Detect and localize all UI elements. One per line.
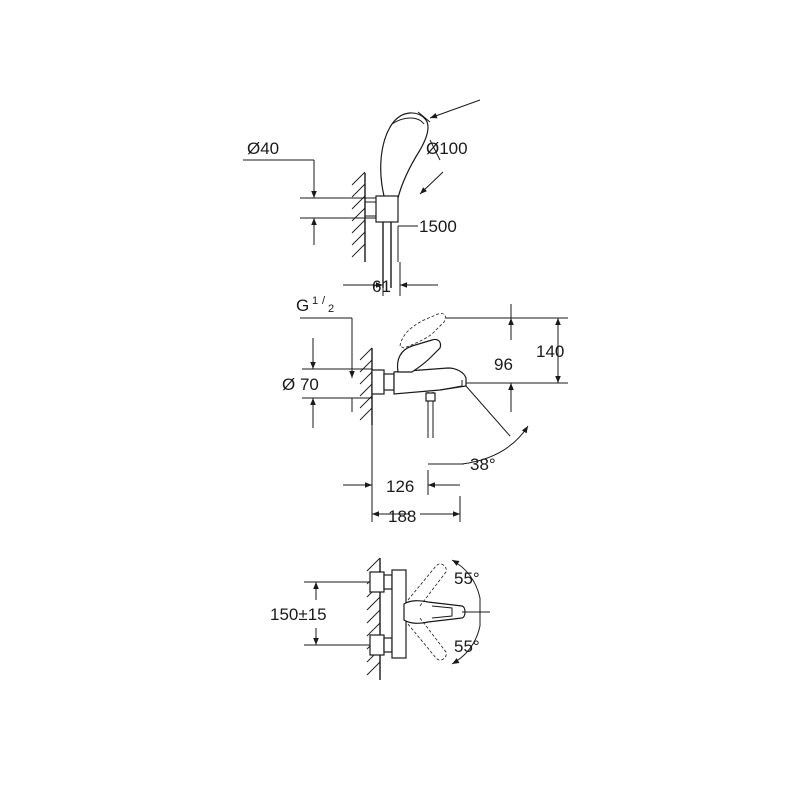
dim-total-depth [372,496,461,522]
dim-angle [428,385,529,465]
dim-spout-reach [343,425,460,522]
label-rotation-bottom: 55° [454,637,480,656]
label-total-height: 140 [536,342,564,361]
mixer-top-view [304,557,490,680]
label-rotation-top: 55° [454,569,480,588]
dim-head-diameter [419,99,481,195]
lever-ghost-upper [407,563,447,607]
label-hose-diameter: Ø40 [247,139,279,158]
label-total-depth: 188 [388,507,416,526]
mixer-lever-top [403,600,466,624]
mixer-side-view [300,304,568,522]
dim-heights [446,304,568,412]
label-head-diameter: Ø100 [426,139,468,158]
nut [383,373,395,391]
dim-rosette [302,338,372,428]
dim-hose-diameter [243,159,376,245]
lever-ghost-lower [407,617,447,661]
label-wall-offset: 61 [372,277,391,296]
label-thread-slash: / [322,295,326,307]
label-angle: 38° [470,455,496,474]
label-thread-den: 2 [328,303,334,315]
wall-hatching [351,171,366,258]
shower-holder [375,195,399,223]
label-spout-reach: 126 [386,477,414,496]
mixer-lever [396,338,442,373]
wall-connector [371,369,385,395]
connector-top [369,571,385,593]
label-thread: G [296,296,309,315]
lever-raised-ghost [399,313,446,349]
hand-shower-head [380,111,431,199]
label-spout-height: 96 [494,355,513,374]
labels: Ø40 Ø100 1500 61 G 1 / 2 Ø 70 96 140 38°… [247,139,564,656]
connector-bottom [369,634,385,656]
dim-rotation [451,559,490,665]
label-rosette: Ø 70 [282,375,319,394]
label-hose-length: 1500 [419,217,457,236]
label-thread-num: 1 [312,295,318,307]
wall-hatching [359,347,373,421]
dim-thread [300,317,355,378]
dim-wall-offset [343,262,438,296]
shower-set-view [243,99,481,296]
dim-centres [304,581,370,646]
label-centres: 150±15 [270,605,327,624]
